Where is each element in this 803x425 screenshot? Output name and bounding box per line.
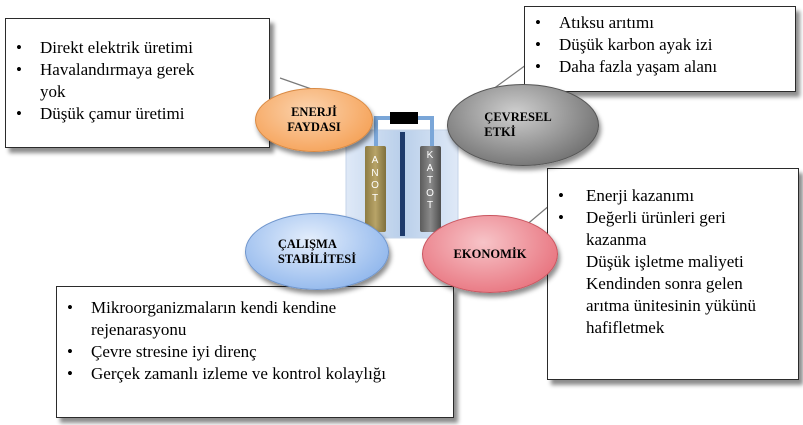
- wire: [374, 116, 434, 150]
- list-item: •Gerçek zamanlı izleme ve kontrol kolayl…: [67, 364, 387, 383]
- economic-line: Kendinden sonra gelen arıtma ünitesinin …: [586, 274, 756, 337]
- list-item: •Enerji kazanımı: [558, 186, 695, 205]
- load-resistor: [390, 112, 418, 124]
- anode-electrode: [365, 146, 386, 232]
- list-item: •Atıksu arıtımı: [535, 13, 654, 32]
- economic-box: •Enerji kazanımı •Değerli ürünleri geri …: [547, 168, 799, 380]
- environmental-impact-box: •Atıksu arıtımı •Düşük karbon ayak izi •…: [524, 6, 796, 92]
- cathode-electrode: [420, 146, 441, 232]
- operational-stability-box: •Mikroorganizmaların kendi kendine rejen…: [56, 286, 454, 418]
- membrane: [400, 132, 405, 236]
- list-item: •Daha fazla yaşam alanı: [535, 57, 718, 76]
- economic-oval: EKONOMİK: [422, 215, 558, 293]
- list-item: •Mikroorganizmaların kendi kendine rejen…: [67, 298, 337, 339]
- list-item: •Düşük karbon ayak izi: [535, 35, 713, 54]
- list-item: •Düşük çamur üretimi: [16, 104, 185, 123]
- list-item: •Değerli ürünleri geri kazanma: [558, 208, 726, 249]
- list-item: •Direkt elektrik üretimi: [16, 38, 193, 57]
- energy-benefit-box: •Direkt elektrik üretimi •Havalandırmaya…: [5, 18, 270, 148]
- list-item: •Çevre stresine iyi direnç: [67, 342, 257, 361]
- economic-line: Düşük işletme maliyeti: [586, 252, 744, 271]
- list-item: •Havalandırmaya gerek yok: [16, 60, 195, 101]
